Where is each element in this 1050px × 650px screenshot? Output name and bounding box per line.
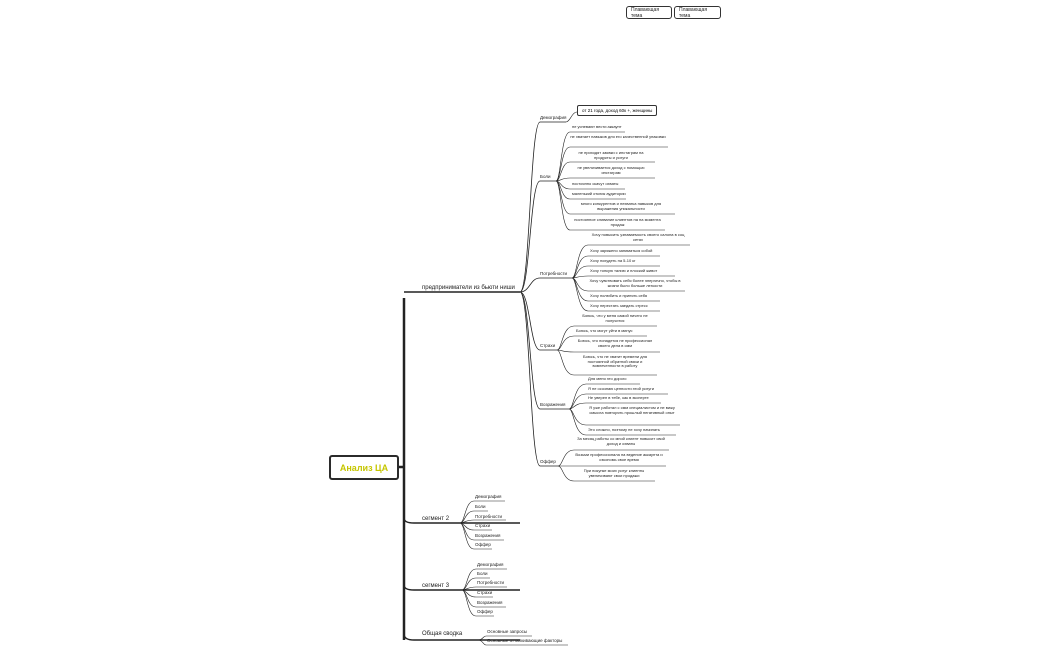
demography-value[interactable]: от 21 года, доход 60к +, женщины [577, 105, 658, 116]
connector [556, 349, 660, 353]
connector [571, 265, 660, 279]
connector [519, 277, 572, 293]
objection-item[interactable]: Это сложно, поэтому не хочу начинать [588, 427, 660, 432]
connector [555, 180, 626, 200]
segment2-item[interactable]: Оффер [475, 542, 491, 547]
fear-item[interactable]: Боюсь, что попадется не профессионал сво… [577, 338, 653, 348]
connector [568, 408, 676, 436]
fear-item[interactable]: Боюсь, что у меня самой ничего не получи… [582, 313, 648, 323]
objection-item[interactable]: Не уверен в тебе, как в эксперте [588, 395, 649, 400]
pain-item[interactable]: постоянно скачут охваты [572, 181, 619, 186]
connector [556, 335, 647, 351]
topic-pains[interactable]: Боли [540, 174, 551, 179]
objection-item[interactable]: Я не осознаю ценности этой услуги [588, 386, 654, 391]
connector [555, 161, 655, 182]
connector [519, 121, 566, 293]
branch-summary[interactable]: Общая сводка [422, 631, 463, 637]
connector [556, 349, 657, 376]
segment2-item[interactable]: Демография [475, 494, 502, 499]
connector [403, 517, 520, 524]
segment3-item[interactable]: Боли [477, 571, 488, 576]
connector [557, 465, 655, 482]
connector [565, 111, 578, 123]
topic-fears[interactable]: Страхи [540, 343, 556, 348]
summary-item[interactable]: Основные запросы [487, 629, 528, 634]
connector [477, 635, 532, 641]
connector [403, 584, 520, 591]
offer-item[interactable]: За месяц работы со мной клиент повысит с… [577, 436, 665, 446]
segment3-item[interactable]: Потребности [477, 580, 505, 585]
connector [461, 589, 494, 617]
connector [459, 522, 492, 550]
fear-item[interactable]: Боюсь, что могут уйти в минус [576, 328, 633, 333]
need-item[interactable]: Хочу повысить узнаваемость своего салона… [591, 232, 685, 242]
topic-offer[interactable]: Оффер [540, 459, 556, 464]
pain-item[interactable]: не приходят заявки с инстаграм на продук… [578, 150, 644, 160]
need-item[interactable]: Хочу перестать заедать стресс [590, 303, 648, 308]
need-item[interactable]: Хочу похудеть на 5-10 кг [590, 258, 636, 263]
segment3-item[interactable]: Страхи [477, 590, 493, 595]
offer-item[interactable]: При покупке моих услуг клиенты увеличива… [583, 468, 645, 478]
need-item[interactable]: Хочу тонкую талию и плоский живот [590, 268, 658, 273]
connector [461, 577, 490, 591]
connector [477, 639, 568, 646]
floating-topic-2[interactable]: Плавающая тема [674, 6, 721, 19]
connector [571, 277, 660, 312]
objection-item[interactable]: Я уже работал с смм специалистом и не ви… [589, 405, 675, 415]
connector [555, 180, 675, 215]
topic-needs[interactable]: Потребности [540, 271, 568, 276]
connector [555, 177, 655, 182]
connector [568, 402, 661, 410]
summary-item[interactable]: Основные отталкивающие факторы [487, 638, 563, 643]
connector [461, 586, 507, 591]
need-item[interactable]: Хочу заряжено заниматься собой [590, 248, 653, 253]
need-item[interactable]: Хочу чувствовать себя более энергично, ч… [589, 278, 681, 288]
need-item[interactable]: Хочу полюбить и принять себя [590, 293, 648, 298]
floating-topic-1[interactable]: Плавающая тема [626, 6, 672, 19]
pain-item[interactable]: не успевают вести аккаунт [572, 124, 622, 129]
connector [519, 291, 558, 467]
connector [459, 522, 492, 531]
connector [571, 275, 675, 279]
connector [557, 449, 669, 467]
connector [519, 291, 557, 351]
segment2-item[interactable]: Потребности [475, 514, 503, 519]
root-topic[interactable]: Анализ ЦА [329, 455, 399, 480]
branch-segment-2[interactable]: сегмент 2 [422, 516, 450, 522]
pain-item[interactable]: постоянное сливание клиентов на на момен… [574, 217, 661, 227]
connector [555, 146, 668, 182]
pain-item[interactable]: не увеличивается доход с помощью инстагр… [577, 165, 645, 175]
objection-item[interactable]: Для меня это дорого [588, 376, 627, 381]
pain-item[interactable]: маленький отклик аудитории [572, 191, 626, 196]
connector [459, 510, 488, 524]
segment3-item[interactable]: Оффер [477, 609, 493, 614]
fear-item[interactable]: Боюсь, что не хватит времени для постоян… [582, 354, 648, 369]
connector [571, 277, 685, 292]
segment3-item[interactable]: Демография [477, 562, 504, 567]
segment3-item[interactable]: Возражения [477, 600, 503, 605]
segment2-item[interactable]: Боли [475, 504, 486, 509]
topic-demography[interactable]: Демография [540, 115, 567, 120]
pain-item[interactable]: много конкурентов и нехватка навыков для… [580, 201, 662, 211]
connector [459, 519, 506, 524]
branch-beauty-entrepreneurs[interactable]: предприниматели из бьюти ниши [422, 285, 515, 291]
connector [555, 180, 665, 231]
segment2-item[interactable]: Возражения [475, 533, 501, 538]
offer-item[interactable]: Возьми профессионала на ведение аккаунта… [575, 452, 663, 462]
connector [403, 633, 520, 641]
segment2-item[interactable]: Страхи [475, 523, 491, 528]
connector [555, 180, 625, 190]
connector [461, 589, 493, 598]
pain-item[interactable]: не хватает навыков для его качественной … [570, 134, 666, 139]
topic-objections[interactable]: Возражения [540, 402, 566, 407]
branch-segment-3[interactable]: сегмент 3 [422, 583, 450, 589]
